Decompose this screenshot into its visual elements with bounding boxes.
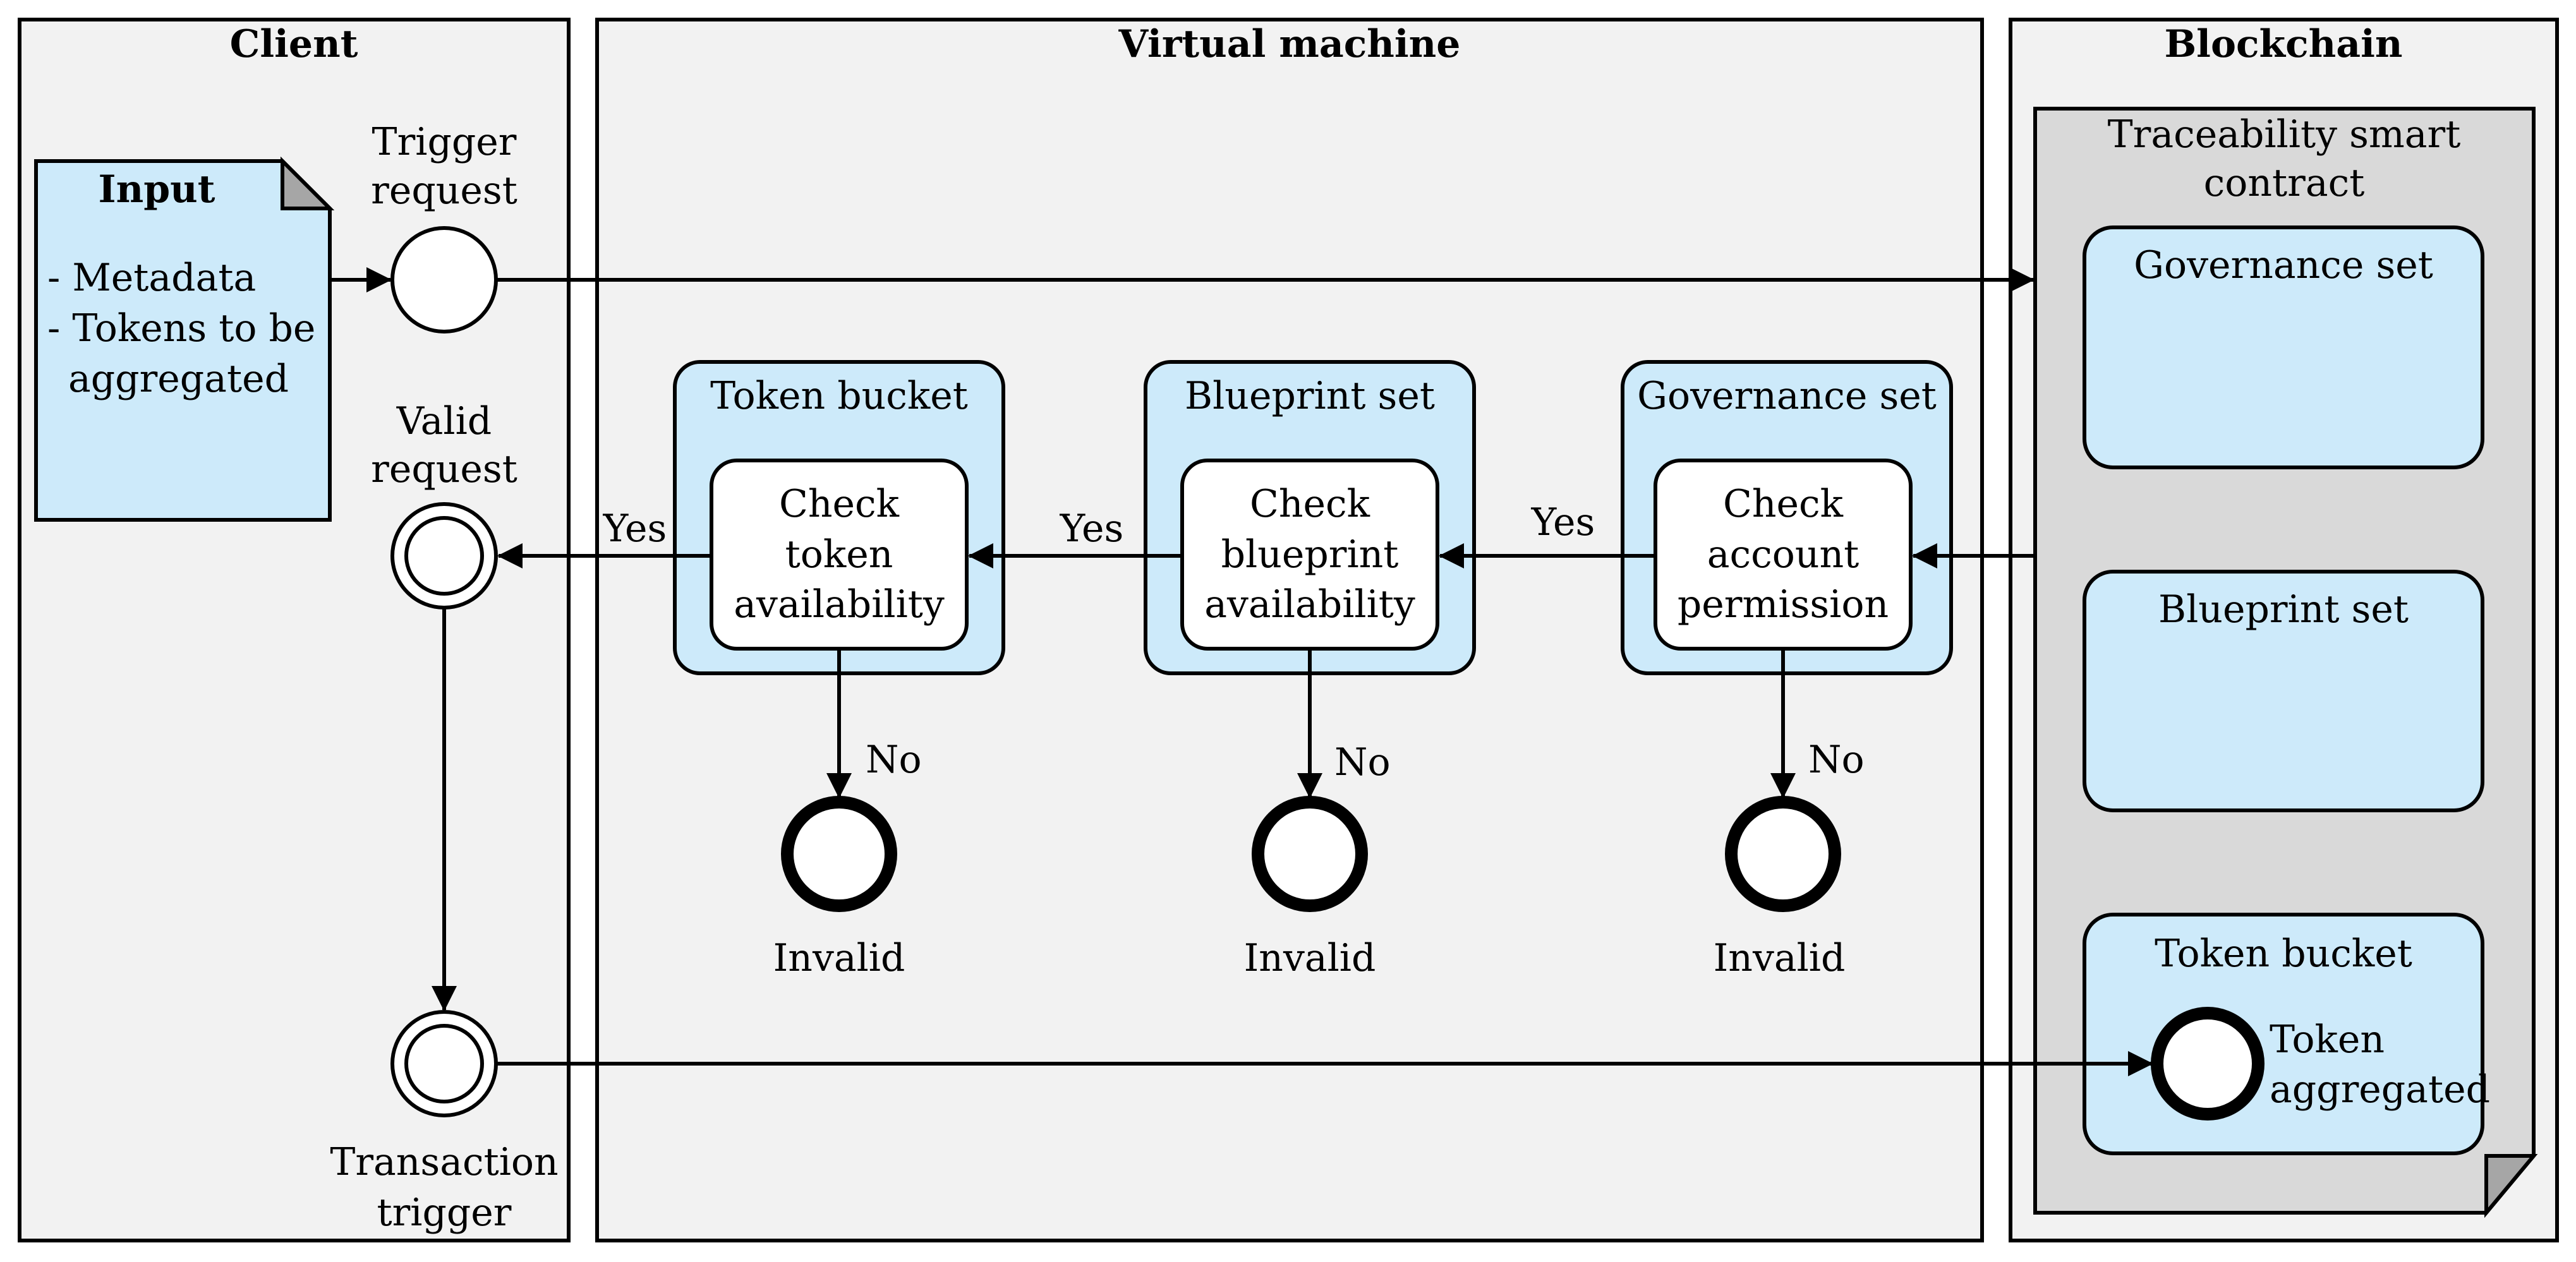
vm-blueprint-set-title: Blueprint set <box>1185 374 1435 418</box>
valid-request-intermediate-event <box>390 502 498 610</box>
check-account-task-line-1: Check <box>1723 482 1844 526</box>
input-document: Input - Metadata - Tokens to be aggregat… <box>34 156 335 522</box>
contract-title-line-1: Traceability smart <box>2108 112 2461 157</box>
invalid-label-governance: Invalid <box>1714 936 1846 980</box>
contract-governance-set <box>2083 225 2484 469</box>
transaction-trigger-label-2: trigger <box>377 1191 512 1235</box>
vm-token-bucket-title: Token bucket <box>710 374 968 418</box>
contract-token-bucket-title: Token bucket <box>2155 932 2412 976</box>
vm-governance-set-title: Governance set <box>1637 374 1937 418</box>
token-aggregated-label-2: aggregated <box>2270 1067 2490 1112</box>
check-account-task-line-3: permission <box>1678 582 1889 627</box>
input-line-tokens: - Tokens to be <box>47 306 315 351</box>
check-blueprint-task-line-2: blueprint <box>1221 532 1399 577</box>
blockchain-lane-title: Blockchain <box>2164 22 2402 66</box>
contract-blueprint-set <box>2083 570 2484 812</box>
valid-request-label-1: Valid <box>396 399 492 443</box>
check-account-task-line-2: account <box>1707 532 1859 577</box>
sequence-flows <box>332 267 2153 1076</box>
contract-title-line-2: contract <box>2204 161 2365 205</box>
check-token-task-line-2: token <box>785 532 893 577</box>
invalid-label-blueprint: Invalid <box>1244 936 1376 980</box>
trigger-request-label-1: Trigger <box>372 120 517 164</box>
check-token-task-line-1: Check <box>779 482 900 526</box>
token-aggregated-end-event <box>2151 1007 2265 1121</box>
client-lane-title: Client <box>230 22 358 66</box>
transaction-trigger-intermediate-event <box>390 1010 498 1117</box>
invalid-end-event-blueprint <box>1252 796 1368 912</box>
traceability-smart-contract: Traceability smart contract Governance s… <box>2033 107 2538 1218</box>
yes-label-blueprint: Yes <box>1060 507 1124 551</box>
no-label-token: No <box>866 738 922 782</box>
no-label-blueprint: No <box>1334 740 1391 784</box>
input-title: Input <box>99 167 215 212</box>
vm-lane-title: Virtual machine <box>1118 22 1461 66</box>
valid-request-label-2: request <box>371 447 517 491</box>
check-blueprint-task-line-1: Check <box>1250 482 1370 526</box>
yes-label-governance: Yes <box>1531 500 1595 544</box>
input-line-aggregated: aggregated <box>68 357 289 401</box>
no-label-governance: No <box>1808 738 1865 782</box>
yes-label-token: Yes <box>603 507 667 551</box>
transaction-trigger-label-1: Transaction <box>330 1140 558 1184</box>
check-blueprint-task-line-3: availability <box>1204 582 1415 627</box>
contract-governance-set-title: Governance set <box>2134 243 2433 287</box>
invalid-end-event-token <box>781 796 897 912</box>
token-aggregated-label-1: Token <box>2270 1018 2385 1062</box>
invalid-label-token: Invalid <box>773 936 905 980</box>
trigger-request-start-event <box>390 226 498 334</box>
input-line-metadata: - Metadata <box>47 256 256 300</box>
invalid-end-event-governance <box>1725 796 1841 912</box>
check-token-task-line-3: availability <box>734 582 945 627</box>
contract-blueprint-set-title: Blueprint set <box>2158 587 2409 632</box>
trigger-request-label-2: request <box>371 169 517 213</box>
